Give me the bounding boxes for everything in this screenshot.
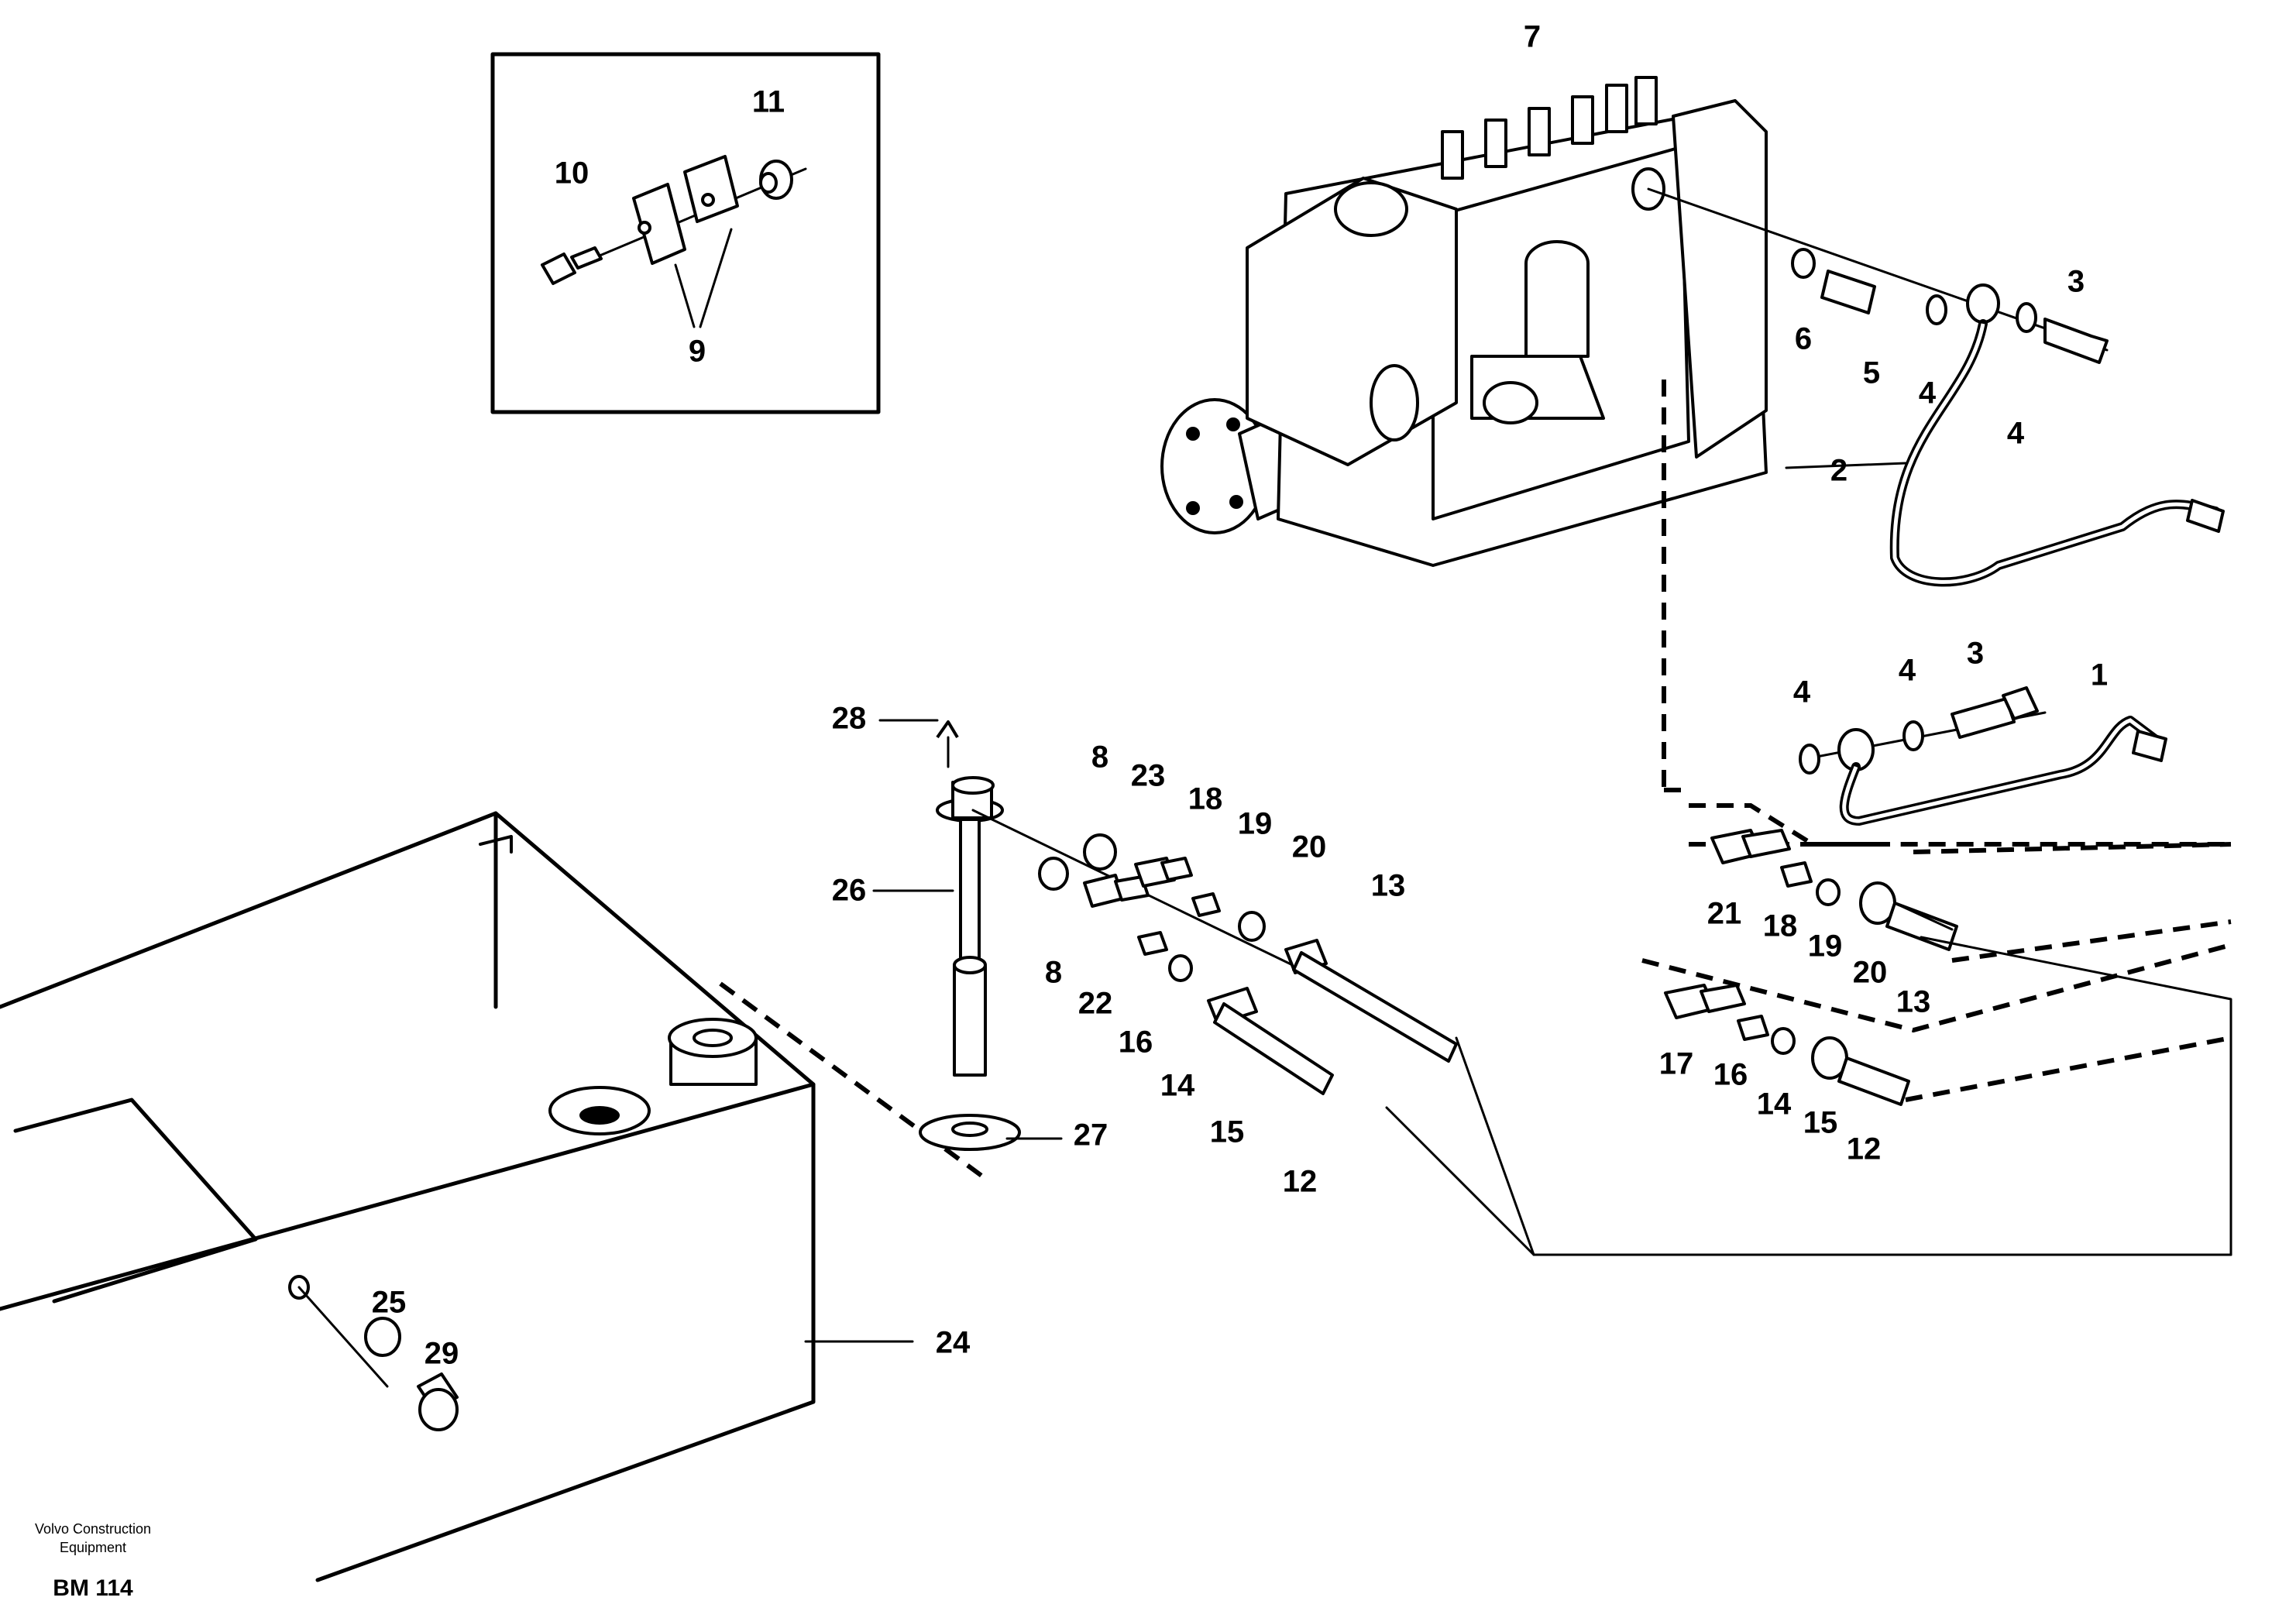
- callout-3: 3: [2067, 265, 2085, 299]
- tank-unit-26: [919, 720, 1021, 1151]
- connector-set-middle: [971, 809, 1458, 1095]
- callout-15: 15: [1210, 1115, 1245, 1149]
- injection-pump-7: [1160, 76, 1768, 567]
- callout-10: 10: [555, 156, 589, 191]
- leader-lines: [804, 462, 1907, 1343]
- callout-27: 27: [1074, 1118, 1108, 1153]
- callout-19: 19: [1808, 929, 1843, 964]
- callout-25: 25: [372, 1286, 407, 1320]
- callout-28: 28: [832, 702, 867, 736]
- callout-20: 20: [1292, 830, 1327, 864]
- connector-set-upper-right: [1710, 829, 1958, 951]
- callout-4: 4: [1899, 654, 1916, 688]
- nut-11: [759, 160, 793, 200]
- return-pipe-2-assembly: [1647, 187, 2225, 587]
- callout-17: 17: [1659, 1047, 1694, 1081]
- callout-23: 23: [1131, 759, 1166, 793]
- callout-22: 22: [1078, 987, 1113, 1021]
- callout-11: 11: [752, 85, 785, 119]
- clamp-9: [632, 155, 739, 265]
- clip-detail-inset: [490, 52, 881, 414]
- callout-14: 14: [1160, 1069, 1195, 1103]
- callout-16: 16: [1713, 1058, 1748, 1092]
- callout-9: 9: [689, 335, 706, 369]
- callout-16: 16: [1119, 1025, 1153, 1060]
- callout-8: 8: [1045, 956, 1062, 990]
- callout-5: 5: [1863, 356, 1880, 390]
- callout-19: 19: [1238, 807, 1273, 841]
- drawing-code: BM 114: [53, 1575, 133, 1601]
- callout-12: 12: [1283, 1165, 1318, 1199]
- callout-2: 2: [1830, 454, 1847, 488]
- brand-subtitle: Equipment: [60, 1540, 126, 1555]
- brand-name: Volvo Construction: [35, 1521, 151, 1537]
- callout-8: 8: [1091, 740, 1108, 775]
- callout-29: 29: [424, 1337, 459, 1371]
- callout-7: 7: [1524, 20, 1541, 54]
- callout-24: 24: [936, 1326, 971, 1360]
- callout-26: 26: [832, 874, 867, 908]
- callout-13: 13: [1896, 985, 1931, 1019]
- callout-1: 1: [2091, 658, 2108, 692]
- callout-labels: 1 2 3 3 4 4 4 4 5 6 7 8 8 9 10 11 12 12 …: [372, 20, 2108, 1371]
- callout-6: 6: [1795, 322, 1812, 356]
- callout-18: 18: [1763, 909, 1798, 943]
- callout-3: 3: [1967, 637, 1984, 671]
- pipe-1-assembly: [1799, 686, 2167, 826]
- fuel-tank-24: [0, 811, 816, 1582]
- connector-set-lower-right: [1664, 984, 1910, 1106]
- return-line-13: [1920, 936, 2232, 1256]
- callout-20: 20: [1853, 956, 1888, 990]
- callout-18: 18: [1188, 782, 1223, 816]
- footer: Volvo Construction Equipment BM 114: [35, 1521, 151, 1601]
- callout-14: 14: [1757, 1087, 1792, 1122]
- callout-4: 4: [1793, 675, 1811, 709]
- callout-4: 4: [1919, 376, 1937, 411]
- dashed-connection-lines: [719, 380, 2232, 1180]
- callout-21: 21: [1707, 897, 1742, 931]
- callout-12: 12: [1847, 1132, 1882, 1166]
- callout-13: 13: [1371, 869, 1406, 903]
- callout-15: 15: [1803, 1106, 1838, 1140]
- callout-4: 4: [2007, 417, 2025, 451]
